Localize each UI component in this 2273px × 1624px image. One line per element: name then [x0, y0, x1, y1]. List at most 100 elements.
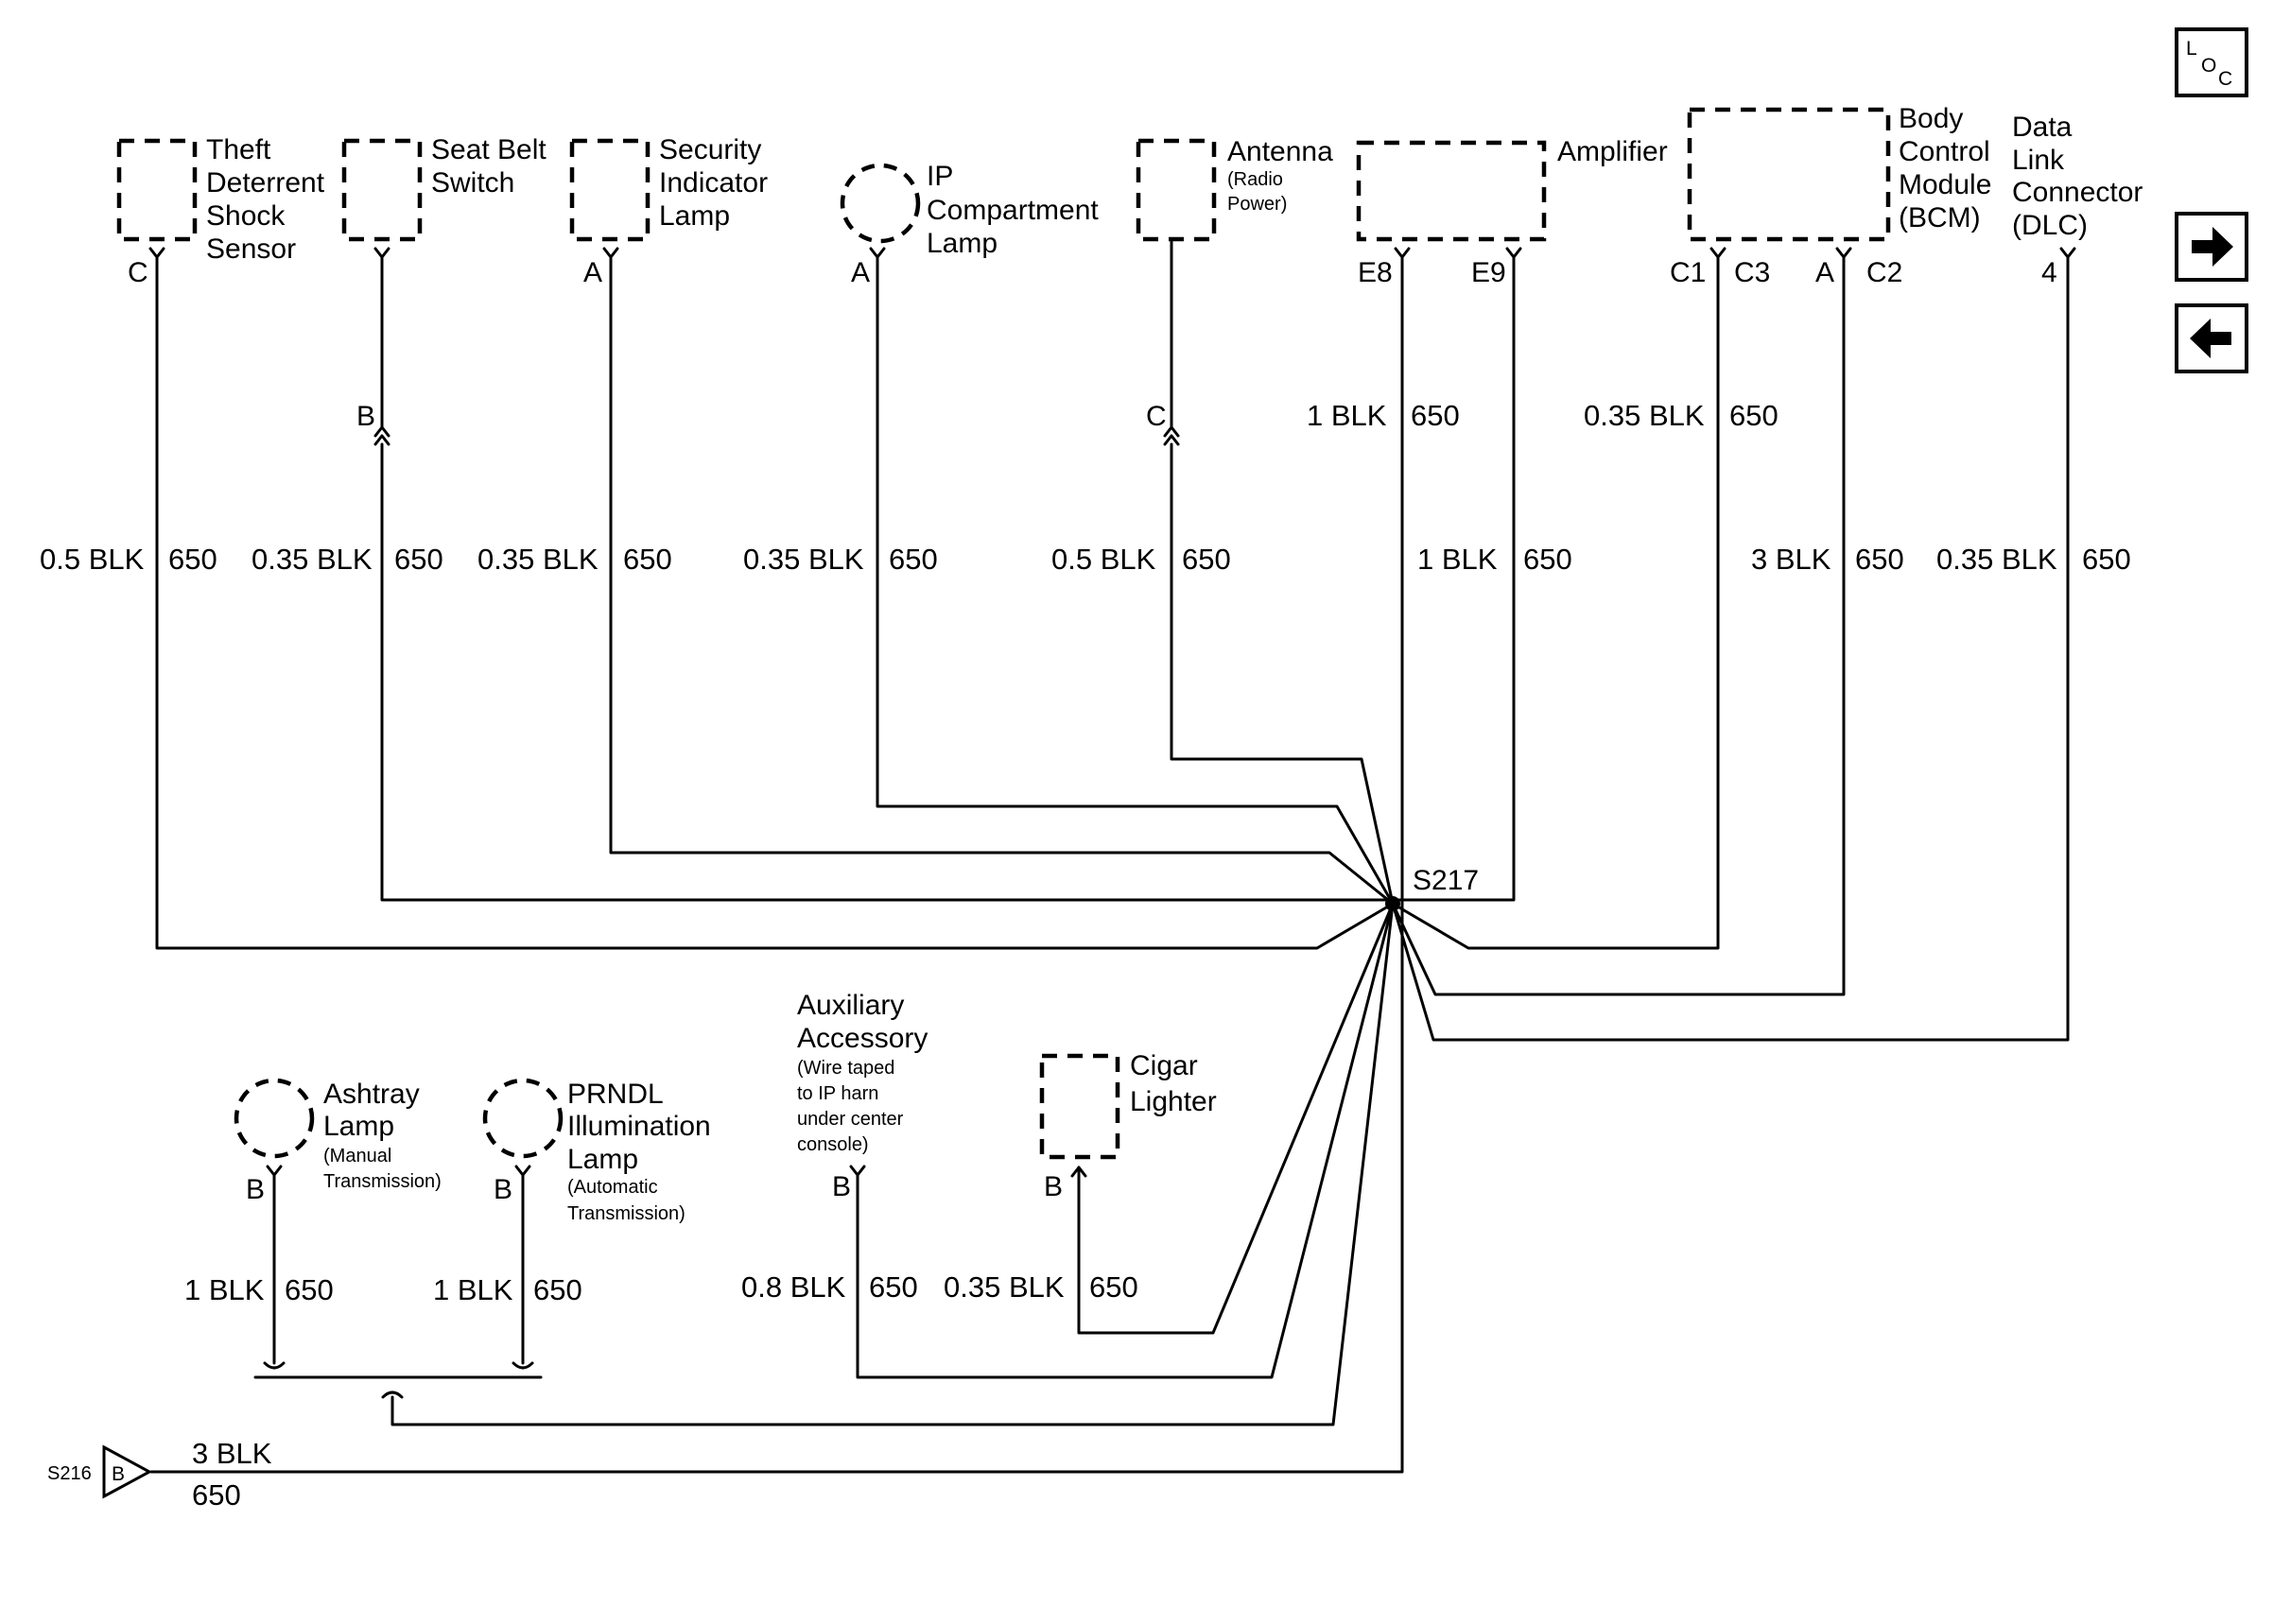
seatbelt-label-1: Seat Belt — [431, 134, 547, 165]
dlc-label-4: (DLC) — [2012, 210, 2088, 241]
theft-deterrent-shock-sensor: Theft Deterrent Shock Sensor C — [116, 134, 325, 288]
wire-label-security-size: 0.35 BLK — [477, 543, 599, 576]
arrow-right-icon — [2192, 227, 2233, 267]
dlc-pin: 4 — [2041, 257, 2057, 288]
wire-labels: 0.5 BLK 650 0.35 BLK 650 0.35 BLK 650 0.… — [40, 399, 2131, 1512]
wire-label-theft-size: 0.5 BLK — [40, 543, 145, 576]
wire-label-aux-circuit: 650 — [869, 1270, 918, 1304]
splice-s217: S217 — [1385, 865, 1479, 911]
ip-compartment-lamp: IP Compartment Lamp A — [840, 161, 1099, 288]
prndl-note-2: Transmission) — [567, 1203, 685, 1224]
wire-label-antenna-circuit: 650 — [1182, 543, 1231, 576]
prndl-pin: B — [494, 1174, 512, 1205]
wire-join-down — [390, 902, 1395, 1426]
aux-label-2: Accessory — [797, 1023, 928, 1054]
bcm-label-4: (BCM) — [1899, 202, 1981, 233]
loc-label-l: L — [2186, 38, 2197, 60]
loc-label-c: C — [2218, 68, 2232, 90]
wire-label-dlc-circuit: 650 — [2082, 543, 2131, 576]
splice-s216-pin: B — [112, 1463, 125, 1485]
security-label-2: Indicator — [659, 167, 768, 199]
theft-label-3: Shock — [206, 200, 286, 232]
dlc-label-3: Connector — [2012, 177, 2143, 208]
ashtray-note-2: Transmission) — [323, 1171, 442, 1192]
wire-label-bcm-c3-circuit: 650 — [1729, 399, 1778, 432]
antenna-label: Antenna — [1227, 136, 1333, 167]
wire-label-ipcomp-size: 0.35 BLK — [743, 543, 864, 576]
theft-label-4: Sensor — [206, 233, 296, 265]
security-label-1: Security — [659, 134, 761, 165]
splice-s217-label: S217 — [1413, 865, 1479, 896]
wire-security — [609, 255, 1395, 906]
ashtray-lamp: Ashtray Lamp (Manual Transmission) B — [234, 1078, 442, 1205]
wire-ipcomp — [876, 255, 1395, 906]
wire-bcm-c2 — [1391, 255, 1846, 996]
security-label-3: Lamp — [659, 200, 730, 232]
security-pin: A — [583, 257, 602, 288]
wire-label-antenna-size: 0.5 BLK — [1051, 543, 1156, 576]
seat-belt-switch: Seat Belt Switch B — [341, 134, 547, 432]
bcm-label-2: Control — [1899, 136, 1990, 167]
antenna-note-2: Power) — [1227, 194, 1287, 215]
ashtray-pin: B — [246, 1174, 265, 1205]
wire-label-seatbelt-size: 0.35 BLK — [252, 543, 373, 576]
prndl-note-1: (Automatic — [567, 1177, 658, 1198]
wire-label-amp-e9-circuit: 650 — [1523, 543, 1572, 576]
wire-label-bcm-c2-size: 3 BLK — [1751, 543, 1831, 576]
wires-top — [149, 237, 2070, 1474]
ashtray-label-2: Lamp — [323, 1111, 394, 1142]
wire-label-cigar-circuit: 650 — [1089, 1270, 1138, 1304]
bcm-pin-c1: C1 — [1670, 257, 1706, 288]
wire-label-ground-circuit: 650 — [192, 1478, 241, 1512]
terminal-symbols-top — [148, 247, 2076, 446]
cigar-pin: B — [1044, 1171, 1063, 1202]
wire-amp-e8 — [149, 255, 1404, 1474]
ipcomp-label-1: IP — [927, 161, 953, 192]
amplifier-pin-e9: E9 — [1471, 257, 1506, 288]
arrow-left-icon — [2190, 319, 2231, 358]
theft-label-2: Deterrent — [206, 167, 325, 199]
wire-aux — [856, 902, 1395, 1379]
amplifier: Amplifier E8 E9 — [1356, 136, 1668, 288]
seatbelt-connector-pin: B — [356, 401, 375, 432]
wire-antenna — [1170, 237, 1395, 906]
security-indicator-lamp: Security Indicator Lamp A — [569, 134, 768, 288]
wire-seatbelt — [380, 255, 1395, 902]
wire-cigar — [1077, 902, 1395, 1335]
locator-button[interactable]: L O C — [2175, 27, 2248, 97]
wire-label-prndl-size: 1 BLK — [433, 1273, 513, 1306]
wire-label-ground-size: 3 BLK — [192, 1437, 272, 1470]
wire-label-dlc-size: 0.35 BLK — [1936, 543, 2057, 576]
wire-label-ashtray-size: 1 BLK — [184, 1273, 265, 1306]
ashtray-label-1: Ashtray — [323, 1079, 420, 1110]
prev-page-button[interactable] — [2175, 303, 2248, 373]
prndl-illumination-lamp: PRNDL Illumination Lamp (Automatic Trans… — [482, 1078, 711, 1224]
aux-note-2: to IP harn — [797, 1083, 878, 1104]
body-control-module: Body Control Module (BCM) C1 C3 A C2 — [1670, 103, 1991, 288]
auxiliary-accessory: Auxiliary Accessory (Wire taped to IP ha… — [797, 990, 928, 1202]
bcm-label-1: Body — [1899, 103, 1963, 134]
splice-s216-label: S216 — [47, 1463, 92, 1484]
wire-label-bcm-c2-circuit: 650 — [1855, 543, 1904, 576]
ipcomp-label-2: Compartment — [927, 195, 1099, 226]
ipcomp-pin: A — [851, 257, 870, 288]
antenna-connector-pin: C — [1146, 401, 1167, 432]
wire-label-security-circuit: 650 — [623, 543, 672, 576]
seatbelt-label-2: Switch — [431, 167, 514, 199]
wire-theft — [155, 255, 1395, 950]
dlc-label-2: Link — [2012, 145, 2065, 176]
splice-s216-reference: S216 B — [47, 1444, 153, 1499]
wire-amp-e9 — [1391, 255, 1516, 902]
bcm-pin-c2: C2 — [1866, 257, 1902, 288]
wire-label-cigar-size: 0.35 BLK — [944, 1270, 1065, 1304]
wire-label-ashtray-circuit: 650 — [285, 1273, 334, 1306]
prndl-label-1: PRNDL — [567, 1079, 664, 1110]
dlc-label-1: Data — [2012, 112, 2073, 143]
wire-label-amp-e8-size: 1 BLK — [1307, 399, 1387, 432]
wire-label-ipcomp-circuit: 650 — [889, 543, 938, 576]
aux-note-3: under center — [797, 1109, 904, 1130]
wire-label-seatbelt-circuit: 650 — [394, 543, 443, 576]
cigar-lighter: Cigar Lighter B — [1039, 1050, 1217, 1202]
next-page-button[interactable] — [2175, 212, 2248, 282]
theft-pin: C — [128, 257, 148, 288]
